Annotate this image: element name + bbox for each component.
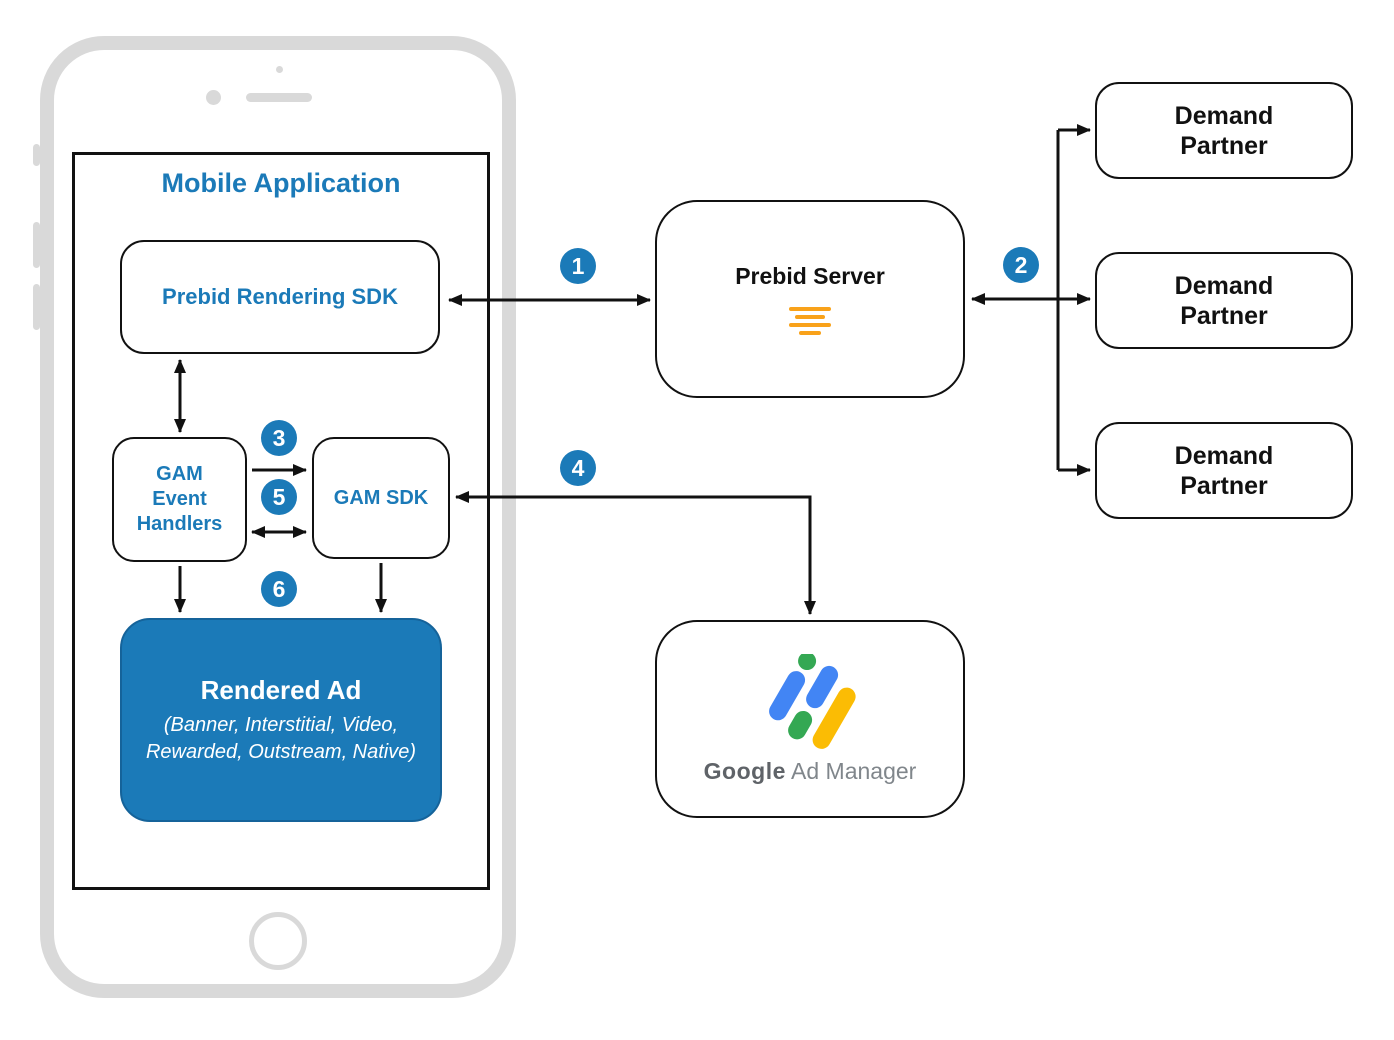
phone-speaker-icon [246,93,312,102]
phone-volume-down-button [33,284,40,330]
gam-event-handlers-node: GAM Event Handlers [112,437,247,562]
phone-home-button [249,912,307,970]
demand-partner-node-3: Demand Partner [1095,422,1353,519]
gam-event-handlers-label: GAM Event Handlers [136,463,223,535]
demand-partner-label: Demand Partner [1174,441,1274,500]
google-ad-manager-icon [769,653,856,749]
google-ad-manager-label: Google Ad Manager [704,758,917,785]
gam-sdk-node: GAM SDK [312,437,450,559]
ad-manager-wordmark: Ad Manager [791,757,917,784]
step-badge-1: 1 [560,248,596,284]
step-badge-6: 6 [261,571,297,607]
rendered-ad-title: Rendered Ad [200,674,362,705]
google-wordmark: Google [703,757,786,784]
prebid-server-node: Prebid Server [655,200,965,398]
prebid-rendering-sdk-node: Prebid Rendering SDK [120,240,440,354]
phone-sensor-dot [276,66,283,73]
rendered-ad-subtitle: (Banner, Interstitial, Video, Rewarded, … [145,713,417,763]
step-badge-3: 3 [261,420,297,456]
phone-camera-icon [206,90,221,105]
google-ad-manager-node: Google Ad Manager [655,620,965,818]
demand-partner-node-2: Demand Partner [1095,252,1353,349]
prebid-lines-icon [789,306,831,335]
step-badge-4: 4 [560,450,596,486]
phone-mute-switch [33,144,40,166]
rendered-ad-node: Rendered Ad (Banner, Interstitial, Video… [120,618,442,822]
demand-partner-node-1: Demand Partner [1095,82,1353,179]
prebid-rendering-sdk-label: Prebid Rendering SDK [162,284,398,310]
mobile-application-title: Mobile Application [161,168,401,198]
phone-volume-up-button [33,222,40,268]
prebid-server-label: Prebid Server [735,263,885,290]
step-badge-5: 5 [261,479,297,515]
step-badge-2: 2 [1003,247,1039,283]
demand-partner-label: Demand Partner [1174,271,1274,330]
demand-partner-label: Demand Partner [1174,101,1274,160]
gam-sdk-label: GAM SDK [333,486,429,509]
